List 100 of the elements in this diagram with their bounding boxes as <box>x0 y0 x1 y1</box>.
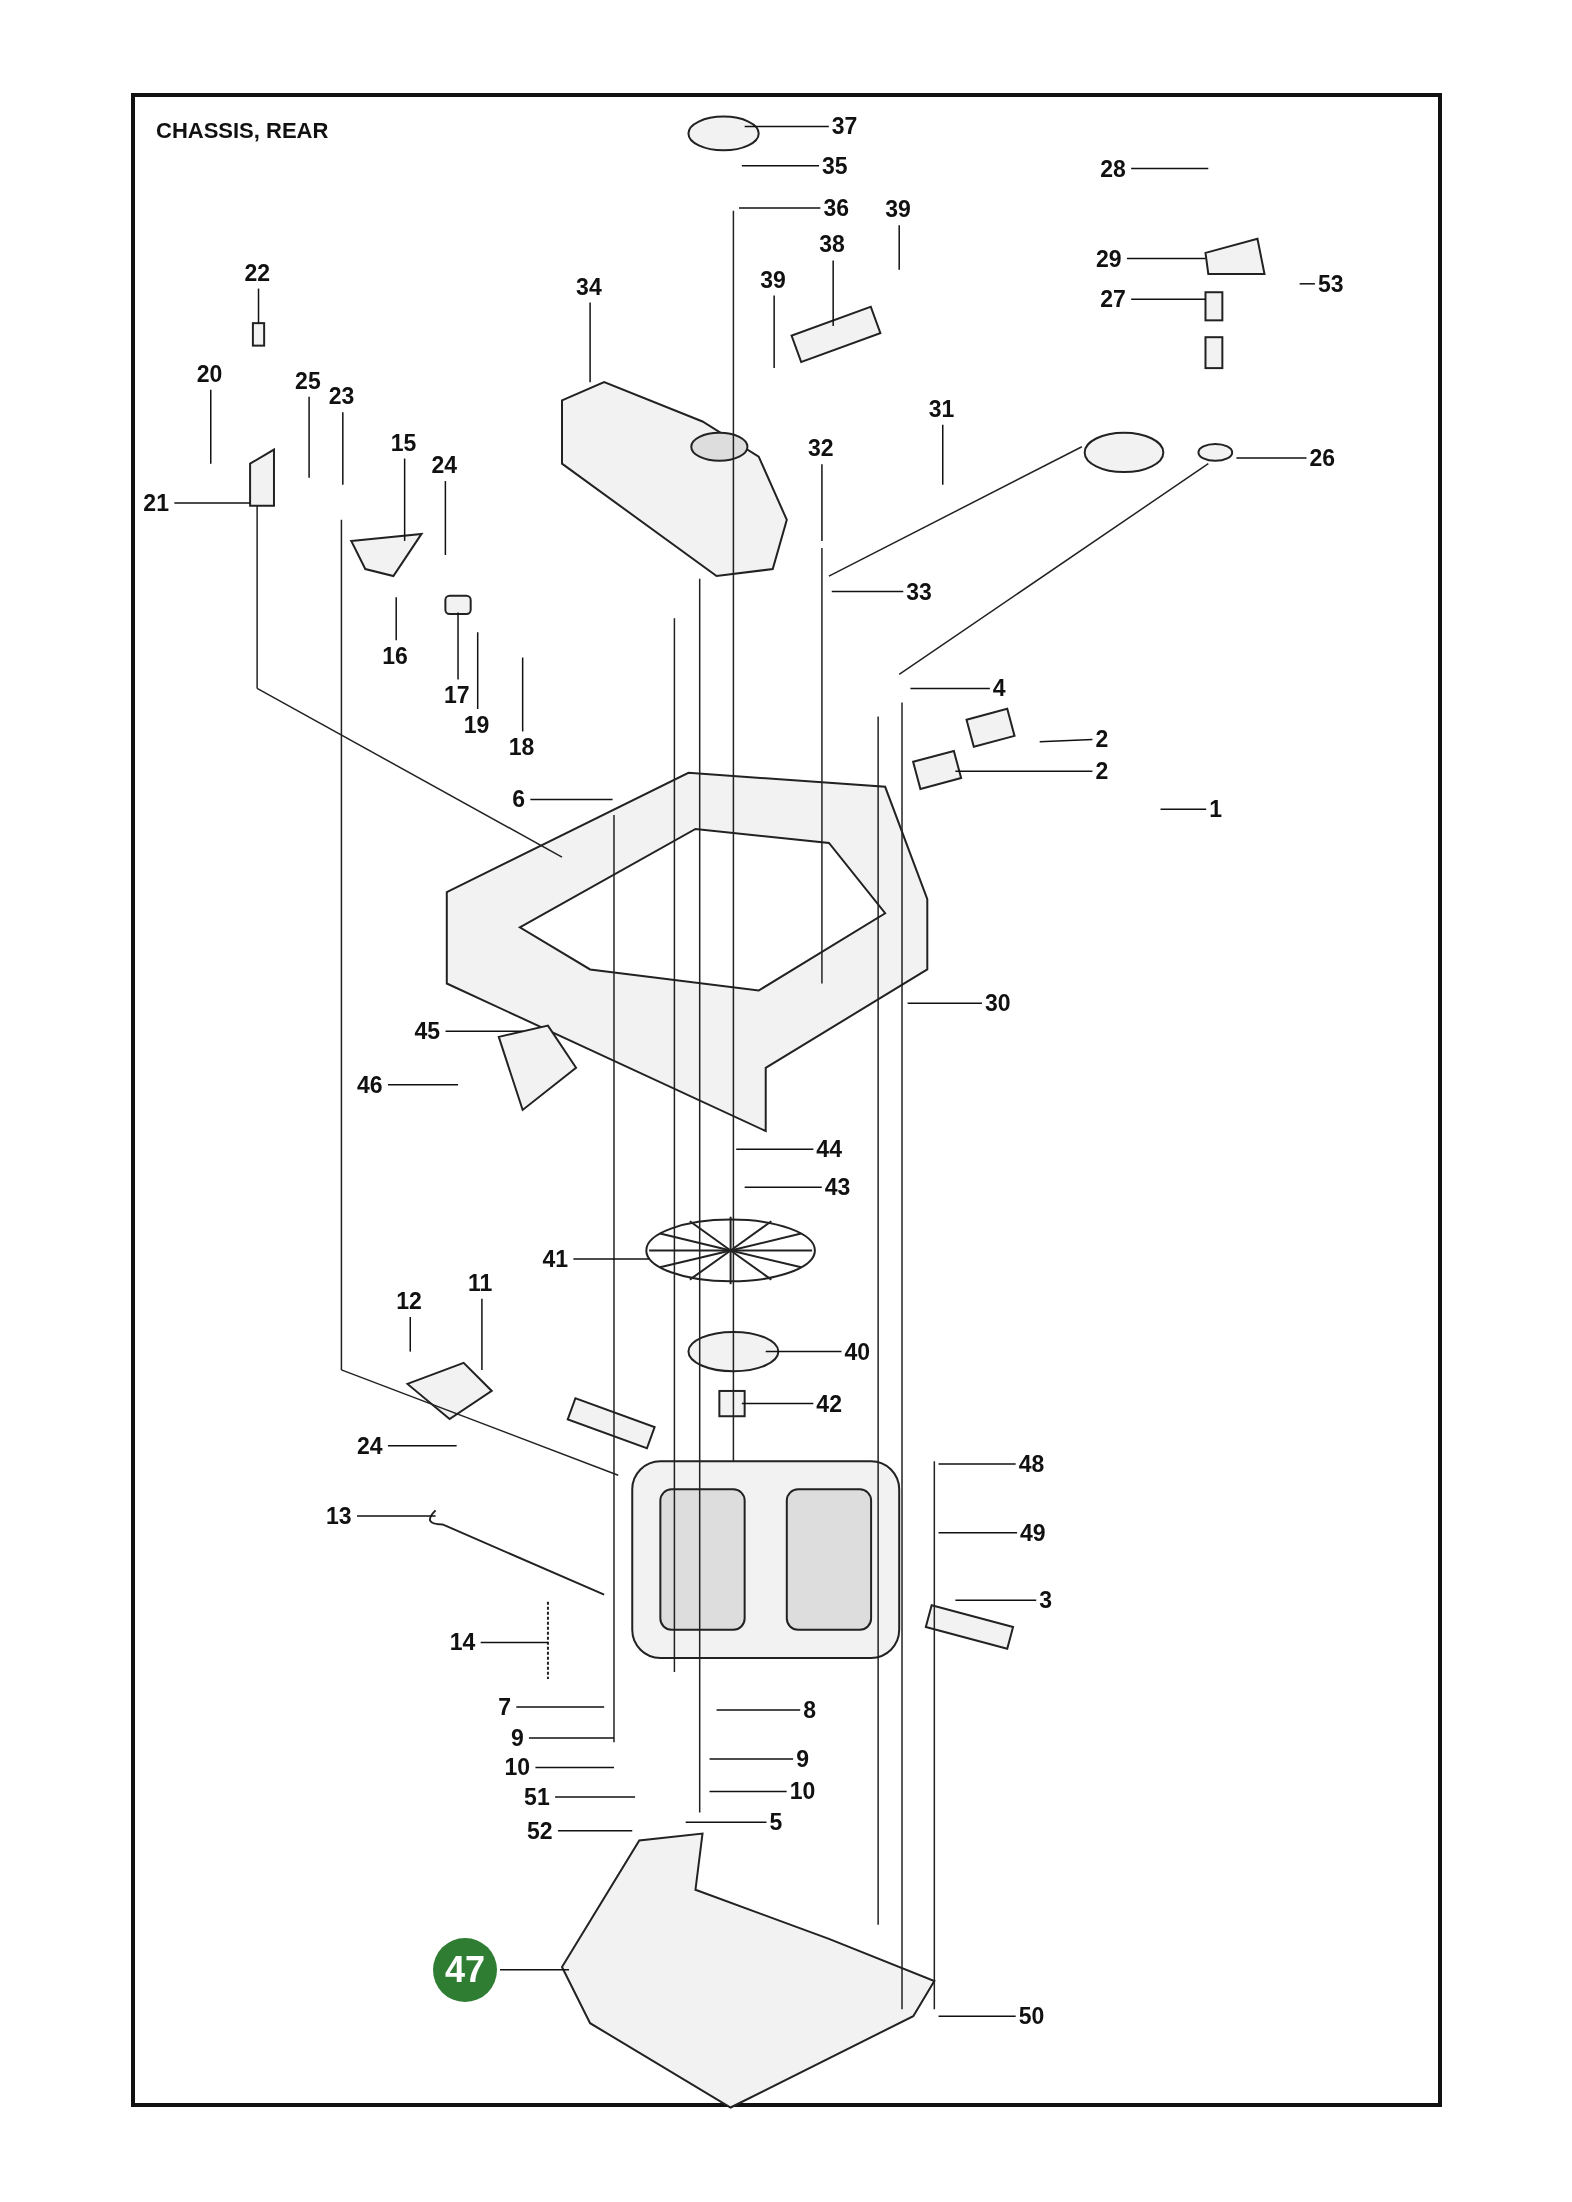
leader-line <box>1159 808 1207 811</box>
callout-number: 42 <box>816 1390 842 1417</box>
callout-number: 39 <box>885 196 911 223</box>
callout-number: 49 <box>1020 1519 1046 1546</box>
leader-line <box>937 1532 1018 1534</box>
callout-number: 29 <box>1095 245 1122 272</box>
leader-line <box>534 1766 615 1769</box>
callout-number: 26 <box>1309 445 1336 471</box>
leader-line <box>937 1463 1017 1465</box>
leader-line <box>1298 283 1316 285</box>
leader-line <box>479 1641 549 1644</box>
callout-number: 38 <box>819 231 845 258</box>
callout-number: 17 <box>444 682 470 709</box>
leader-line <box>499 1969 570 1971</box>
callout-number: 43 <box>824 1174 851 1201</box>
leader-line <box>937 2015 1017 2017</box>
callout-number: 18 <box>508 734 535 761</box>
leader-line <box>173 502 251 504</box>
callout-number: 19 <box>463 711 490 738</box>
leader-line <box>831 590 905 593</box>
callout-number: 35 <box>821 152 848 179</box>
callout-number: 7 <box>498 1694 512 1721</box>
callout-number: 24 <box>356 1432 383 1459</box>
leader-line <box>954 1599 1037 1602</box>
callout-number: 33 <box>906 578 932 605</box>
callout-number: 5 <box>769 1809 783 1836</box>
callout-number: 23 <box>328 383 355 410</box>
callout-number: 46 <box>356 1071 383 1098</box>
leader-line <box>403 457 406 542</box>
callout-number: 8 <box>803 1696 816 1723</box>
leader-line <box>773 294 775 369</box>
leader-line <box>572 1258 650 1260</box>
leader-line <box>909 687 991 690</box>
callout-number: 53 <box>1317 270 1344 297</box>
callout-number: 41 <box>542 1245 568 1272</box>
callout-number: 45 <box>414 1018 441 1045</box>
callout-number: 48 <box>1018 1451 1045 1477</box>
callout-number: 31 <box>928 395 955 422</box>
callout-number: 9 <box>510 1725 524 1751</box>
diagram-title: CHASSIS, REAR <box>156 118 329 144</box>
callout-number: 27 <box>1100 286 1126 313</box>
leader-line <box>387 1445 458 1447</box>
leader-line <box>557 1829 633 1832</box>
leader-line <box>356 1515 437 1517</box>
callout-number: 21 <box>143 490 169 516</box>
leader-line <box>476 631 479 710</box>
callout-number: 25 <box>295 367 321 394</box>
leader-line <box>521 656 524 733</box>
leader-line <box>741 165 820 167</box>
leader-line <box>409 1316 411 1353</box>
callout-number: 51 <box>524 1784 550 1810</box>
leader-line <box>764 1350 843 1353</box>
callout-number: 4 <box>992 675 1006 702</box>
callout-number: 37 <box>831 113 858 140</box>
leader-line <box>395 596 397 641</box>
leader-line <box>942 424 944 486</box>
callout-number: 10 <box>504 1754 531 1781</box>
leader-line <box>743 125 830 128</box>
leader-line <box>954 770 1094 773</box>
callout-number: 22 <box>244 259 271 286</box>
leader-line <box>906 1002 983 1004</box>
leader-line <box>684 1821 768 1824</box>
callout-number: 1 <box>1209 796 1222 823</box>
leader-line <box>457 611 459 681</box>
callout-number: 11 <box>467 1269 493 1296</box>
leader-line <box>1235 457 1308 459</box>
callout-number: 44 <box>816 1136 842 1163</box>
leader-line <box>387 1083 459 1086</box>
leader-line <box>444 1030 524 1032</box>
leader-line <box>1130 167 1210 170</box>
callout-number: 28 <box>1100 155 1126 182</box>
leader-line <box>821 463 823 542</box>
callout-number: 6 <box>512 786 526 813</box>
leader-line <box>308 396 310 479</box>
leader-line <box>738 207 822 209</box>
leader-line <box>481 1298 483 1371</box>
leader-line <box>715 1709 801 1711</box>
leader-line <box>444 480 447 556</box>
leader-line <box>515 1706 605 1708</box>
callout-number: 34 <box>576 273 602 300</box>
leader-line <box>528 1737 615 1739</box>
leader-line <box>708 1758 794 1760</box>
callout-number: 16 <box>382 643 408 670</box>
leader-line <box>735 1148 815 1151</box>
leader-line <box>1126 257 1207 260</box>
callout-number: 39 <box>760 266 786 293</box>
leader-line <box>257 287 260 324</box>
callout-number: 12 <box>396 1288 422 1314</box>
leader-line <box>741 1402 815 1405</box>
callout-number: 32 <box>807 435 834 462</box>
callout-number: 3 <box>1039 1587 1052 1614</box>
leader-line <box>589 301 591 383</box>
callout-badge: 47 <box>433 1937 498 2002</box>
leader-line <box>1130 298 1207 300</box>
callout-number: 14 <box>449 1629 476 1656</box>
leader-line <box>898 224 900 271</box>
callout-number: 24 <box>431 452 457 479</box>
callout-number: 10 <box>789 1778 816 1805</box>
leader-line <box>1038 738 1094 743</box>
callout-number: 2 <box>1095 726 1109 752</box>
